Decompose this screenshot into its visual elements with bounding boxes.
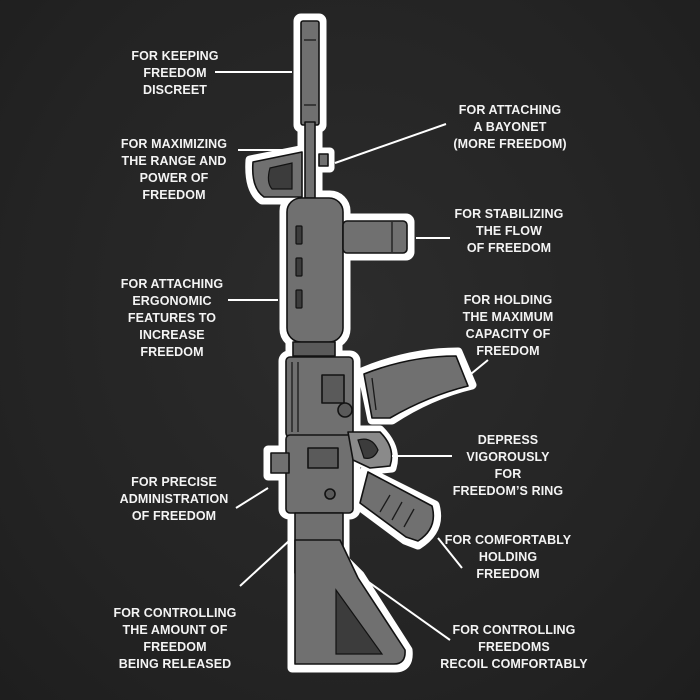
stock [294,539,406,665]
leader-magazine [465,359,489,379]
magazine [363,355,469,419]
leader-bayonet-lug [334,123,447,164]
label-front-sight: FOR MAXIMIZING THE RANGE AND POWER OF FR… [120,137,228,202]
label-flash-hider: FOR KEEPING FREEDOM DISCREET [131,49,219,97]
label-magazine: FOR HOLDING THE MAXIMUM CAPACITY OF FREE… [462,293,554,358]
rear-sight [270,452,290,474]
label-bayonet-lug: FOR ATTACHING A BAYONET (MORE FREEDOM) [453,103,567,151]
label-rear-sight: FOR PRECISE ADMINISTRATION OF FREEDOM [119,475,229,523]
label-trigger: DEPRESS VIGOROUSLY FOR FREEDOM’S RING [452,433,564,498]
rifle-outline-halo [245,13,477,673]
flash-hider [300,20,320,126]
label-stock: FOR CONTROLLING FREEDOMS RECOIL COMFORTA… [440,623,588,671]
pistol-grip [359,471,435,542]
label-foregrip: FOR STABILIZING THE FLOW OF FREEDOM [454,207,564,255]
leader-rear-sight [235,487,269,509]
leader-stock [359,575,451,641]
label-handguard: FOR ATTACHING ERGONOMIC FEATURES TO INCR… [120,277,224,359]
leader-lines [215,71,489,641]
leader-pistol-grip [437,537,463,569]
label-pistol-grip: FOR COMFORTABLY HOLDING FREEDOM [444,533,572,581]
label-buffer-tube: FOR CONTROLLING THE AMOUNT OF FREEDOM BE… [113,606,237,671]
barrel [304,121,316,199]
rifle-parts [251,20,469,665]
bayonet-lug [318,153,329,167]
foregrip [342,220,408,254]
leader-buffer-tube [239,539,291,587]
lower-receiver [285,434,354,514]
